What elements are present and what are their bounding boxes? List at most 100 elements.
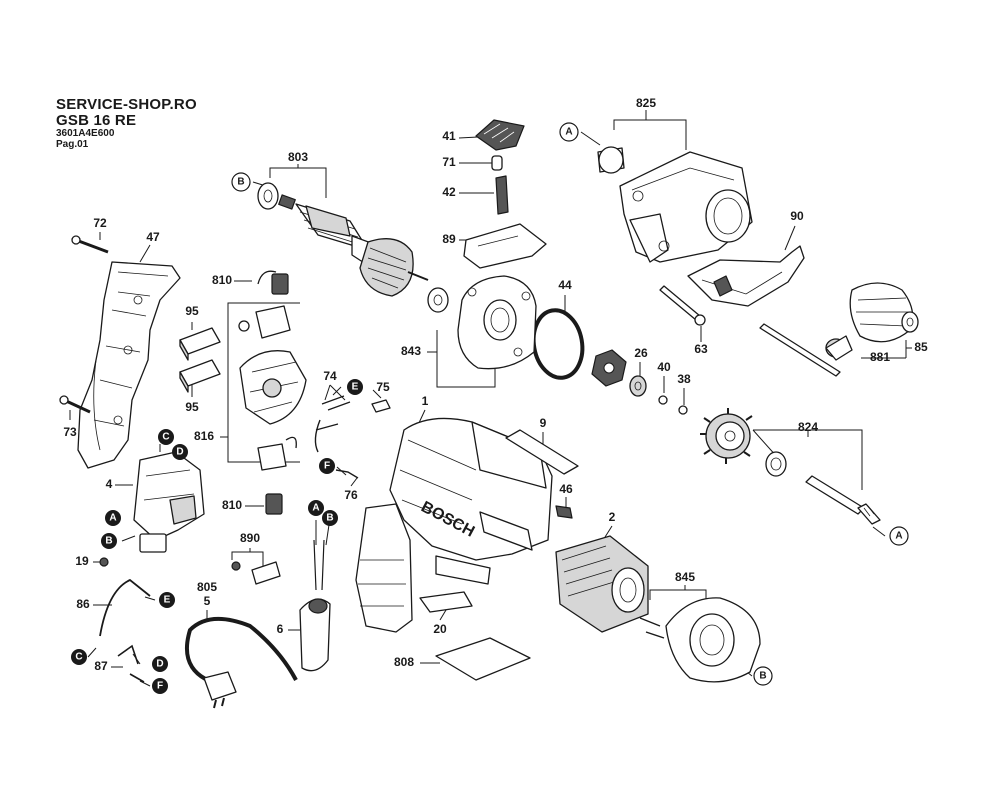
label-44: 44 bbox=[558, 278, 572, 292]
label-89: 89 bbox=[442, 232, 456, 246]
nameplate-808 bbox=[435, 637, 531, 681]
label-1: 1 bbox=[422, 394, 429, 408]
chuck-key-881 bbox=[759, 323, 853, 377]
ref-a-cable: A bbox=[308, 500, 324, 516]
cover-90 bbox=[687, 245, 805, 307]
label-810-top: 810 bbox=[212, 273, 232, 287]
label-824: 824 bbox=[798, 420, 818, 434]
brush-holder-816 bbox=[238, 305, 307, 471]
label-87: 87 bbox=[94, 659, 108, 673]
label-810-bottom: 810 bbox=[222, 498, 242, 512]
shop-name: SERVICE-SHOP.RO bbox=[56, 96, 197, 113]
label-95-bottom: 95 bbox=[185, 400, 199, 414]
field-coil-2 bbox=[555, 535, 649, 633]
bearing-flange-843 bbox=[427, 275, 537, 370]
label-86: 86 bbox=[76, 597, 90, 611]
label-47: 47 bbox=[146, 230, 160, 244]
ref-d-87: D bbox=[152, 656, 168, 672]
ref-d-87-text: D bbox=[156, 659, 163, 670]
ref-b-switch: B bbox=[101, 533, 117, 549]
rear-flange-845 bbox=[639, 597, 761, 683]
ref-d-switch-text: D bbox=[176, 447, 183, 458]
label-42: 42 bbox=[442, 185, 456, 199]
label-85: 85 bbox=[914, 340, 928, 354]
gear-housing-825 bbox=[597, 146, 753, 263]
label-2: 2 bbox=[609, 510, 616, 524]
label-9: 9 bbox=[540, 416, 547, 430]
ref-a-switch-text: A bbox=[109, 513, 116, 524]
label-46: 46 bbox=[559, 482, 573, 496]
label-plate-20 bbox=[419, 591, 473, 613]
label-4: 4 bbox=[106, 477, 113, 491]
ref-a-top: A bbox=[559, 122, 579, 142]
clip-76 bbox=[335, 469, 359, 479]
label-75: 75 bbox=[376, 380, 390, 394]
label-72: 72 bbox=[93, 216, 107, 230]
label-890: 890 bbox=[240, 531, 260, 545]
ref-a-top-text: A bbox=[565, 127, 572, 138]
ref-b-switch-text: B bbox=[105, 536, 112, 547]
ref-c-86-text: C bbox=[75, 652, 82, 663]
label-40: 40 bbox=[657, 360, 671, 374]
ref-e-74-text: E bbox=[352, 382, 359, 393]
label-6: 6 bbox=[277, 622, 284, 636]
screw-63 bbox=[659, 285, 706, 326]
label-95-top: 95 bbox=[185, 304, 199, 318]
label-5: 5 bbox=[204, 594, 211, 608]
spindle-gear-824 bbox=[700, 408, 881, 525]
ref-f-87: F bbox=[152, 678, 168, 694]
clip-75 bbox=[371, 399, 391, 413]
part-code: 3601A4E600 bbox=[56, 128, 115, 139]
power-cord-5 bbox=[184, 616, 298, 709]
label-41: 41 bbox=[442, 129, 456, 143]
ball-38 bbox=[678, 405, 688, 415]
ref-a-switch: A bbox=[105, 510, 121, 526]
label-76: 76 bbox=[344, 488, 358, 502]
cable-86 bbox=[99, 578, 151, 637]
ref-d-switch: D bbox=[172, 444, 188, 460]
label-90: 90 bbox=[790, 209, 804, 223]
screw-19 bbox=[99, 557, 109, 567]
label-71: 71 bbox=[442, 155, 456, 169]
ref-a-spindle: A bbox=[889, 526, 909, 546]
label-73: 73 bbox=[63, 425, 77, 439]
screw-46 bbox=[555, 505, 573, 519]
cord-guard-6 bbox=[299, 539, 331, 672]
chuck-85 bbox=[849, 282, 919, 343]
ref-b-cable: B bbox=[322, 510, 338, 526]
label-825: 825 bbox=[636, 96, 656, 110]
ref-b-845: B bbox=[753, 666, 773, 686]
label-881: 881 bbox=[870, 350, 890, 364]
cable-87 bbox=[117, 644, 145, 683]
ref-b-top: B bbox=[231, 172, 251, 192]
label-803: 803 bbox=[288, 150, 308, 164]
label-plate-9 bbox=[505, 429, 579, 475]
ref-f-76: F bbox=[319, 458, 335, 474]
label-808: 808 bbox=[394, 655, 414, 669]
ref-c-switch-text: C bbox=[162, 432, 169, 443]
label-816: 816 bbox=[194, 429, 214, 443]
label-38: 38 bbox=[677, 372, 691, 386]
housing-half-47 bbox=[77, 261, 181, 469]
o-ring-44 bbox=[531, 308, 585, 380]
diagram-header: SERVICE-SHOP.RO GSB 16 RE 3601A4E600 Pag… bbox=[56, 97, 197, 150]
part-labels: 803 825 41 71 42 89 90 72 47 810 44 95 6… bbox=[63, 96, 928, 673]
spring-74 bbox=[314, 395, 351, 453]
switch-4 bbox=[133, 451, 205, 553]
label-26: 26 bbox=[634, 346, 648, 360]
ref-f-76-text: F bbox=[324, 461, 330, 472]
nut-26 bbox=[591, 349, 627, 387]
ref-e-74: E bbox=[347, 379, 363, 395]
reference-bubbles: A B C D A B E F A B E C D F A B bbox=[71, 122, 909, 694]
screw-72 bbox=[71, 235, 109, 254]
page-number: Pag.01 bbox=[56, 139, 89, 150]
ref-c-86: C bbox=[71, 649, 87, 665]
label-63: 63 bbox=[694, 342, 708, 356]
ref-b-845-text: B bbox=[759, 671, 766, 682]
armature-803 bbox=[257, 182, 429, 297]
clip-95-top bbox=[179, 327, 221, 361]
ref-e-86-text: E bbox=[164, 595, 171, 606]
clip-95-bottom bbox=[179, 359, 221, 393]
ref-b-top-text: B bbox=[237, 177, 244, 188]
